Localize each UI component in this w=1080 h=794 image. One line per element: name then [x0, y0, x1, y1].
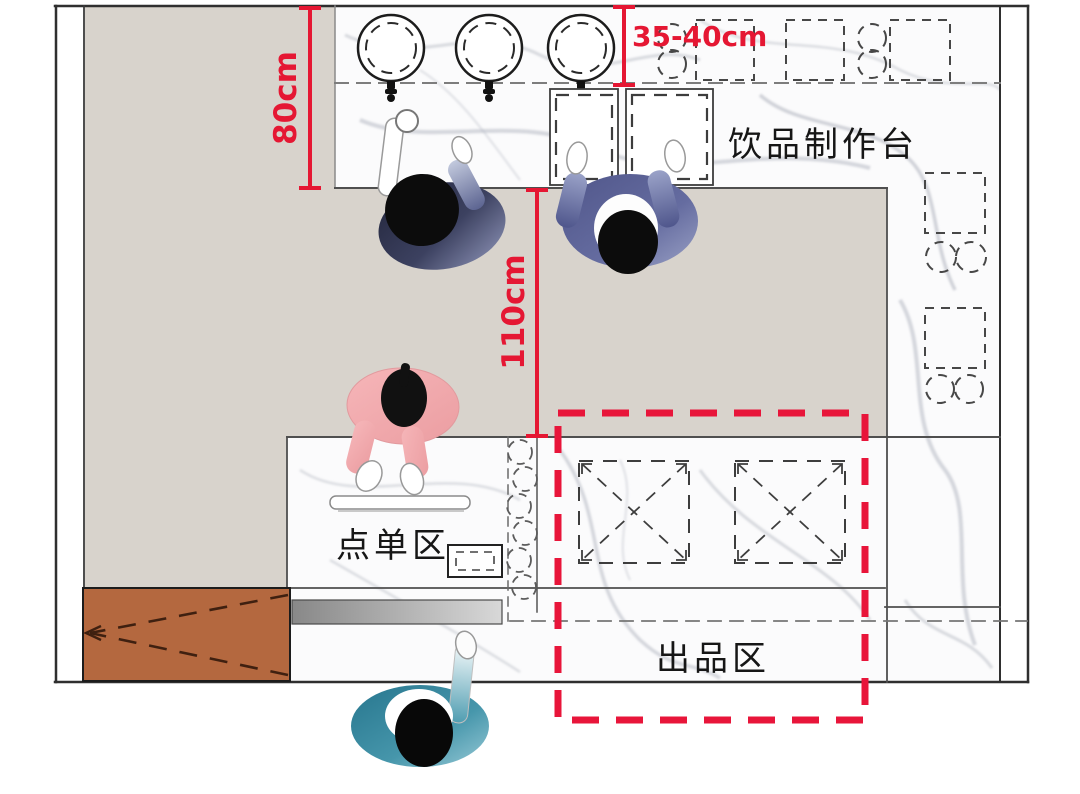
machine-icon [695, 19, 755, 81]
arm [448, 159, 485, 211]
hob-ring-icon [925, 241, 957, 273]
arm [555, 172, 588, 228]
person-customer [351, 630, 489, 767]
arm [346, 420, 376, 474]
cup-icon [395, 109, 419, 133]
entry-mat [82, 587, 291, 682]
person-barista-left [377, 109, 506, 270]
pickup-slot-icon [578, 460, 690, 564]
hob-ring-icon [857, 23, 887, 53]
hand [566, 141, 588, 175]
head [395, 699, 453, 767]
machine-icon [924, 172, 986, 234]
hob-ring-icon [657, 23, 687, 53]
hand [355, 460, 383, 492]
back-shelf-equipment [657, 19, 951, 81]
person-barista-right [555, 139, 698, 274]
hand [451, 135, 473, 165]
hob-ring-icon [955, 241, 987, 273]
machine-icon [924, 307, 986, 369]
pickup-slot-icon [734, 460, 846, 564]
sinks [356, 13, 616, 102]
sink-icon [546, 13, 616, 102]
dimension-80cm [299, 6, 321, 190]
pickup-area-highlight [554, 409, 869, 724]
sink-icon [454, 13, 524, 102]
under-counter-machines [549, 88, 714, 186]
dimension-label-80cm: 80cm [268, 51, 304, 145]
cup-dispenser [506, 439, 538, 600]
dimension-label-110cm: 110cm [496, 254, 532, 370]
hand [664, 139, 686, 173]
hair-bun [399, 363, 410, 388]
dimension-110cm [526, 188, 548, 438]
order-area-label: 点单区 [336, 527, 450, 565]
arrow-icon [83, 624, 102, 642]
dimension-label-35-40cm: 35-40cm [632, 20, 768, 53]
arm [647, 170, 680, 228]
machine-icon [785, 19, 845, 81]
hand [454, 630, 478, 660]
sink-icon [356, 13, 426, 102]
hand [399, 462, 425, 496]
right-counter-equipment [924, 172, 987, 404]
order-counter-items [291, 495, 503, 625]
hob-ring-icon [954, 374, 984, 404]
head [381, 369, 427, 427]
hob-ring-icon [657, 49, 687, 79]
head [385, 173, 459, 247]
hand-tray [329, 495, 471, 510]
counter-front-ledge [291, 599, 503, 625]
person-cashier [346, 363, 460, 496]
hob-ring-icon [925, 374, 955, 404]
hob-ring-icon [857, 49, 887, 79]
card-reader [447, 544, 503, 578]
machine-icon [889, 19, 951, 81]
drink-station-label: 饮品制作台 [728, 126, 918, 164]
pickup-area-label: 出品区 [656, 640, 770, 678]
dimension-35-40cm [613, 5, 635, 87]
pickup-slots [578, 460, 846, 564]
head [598, 210, 658, 274]
